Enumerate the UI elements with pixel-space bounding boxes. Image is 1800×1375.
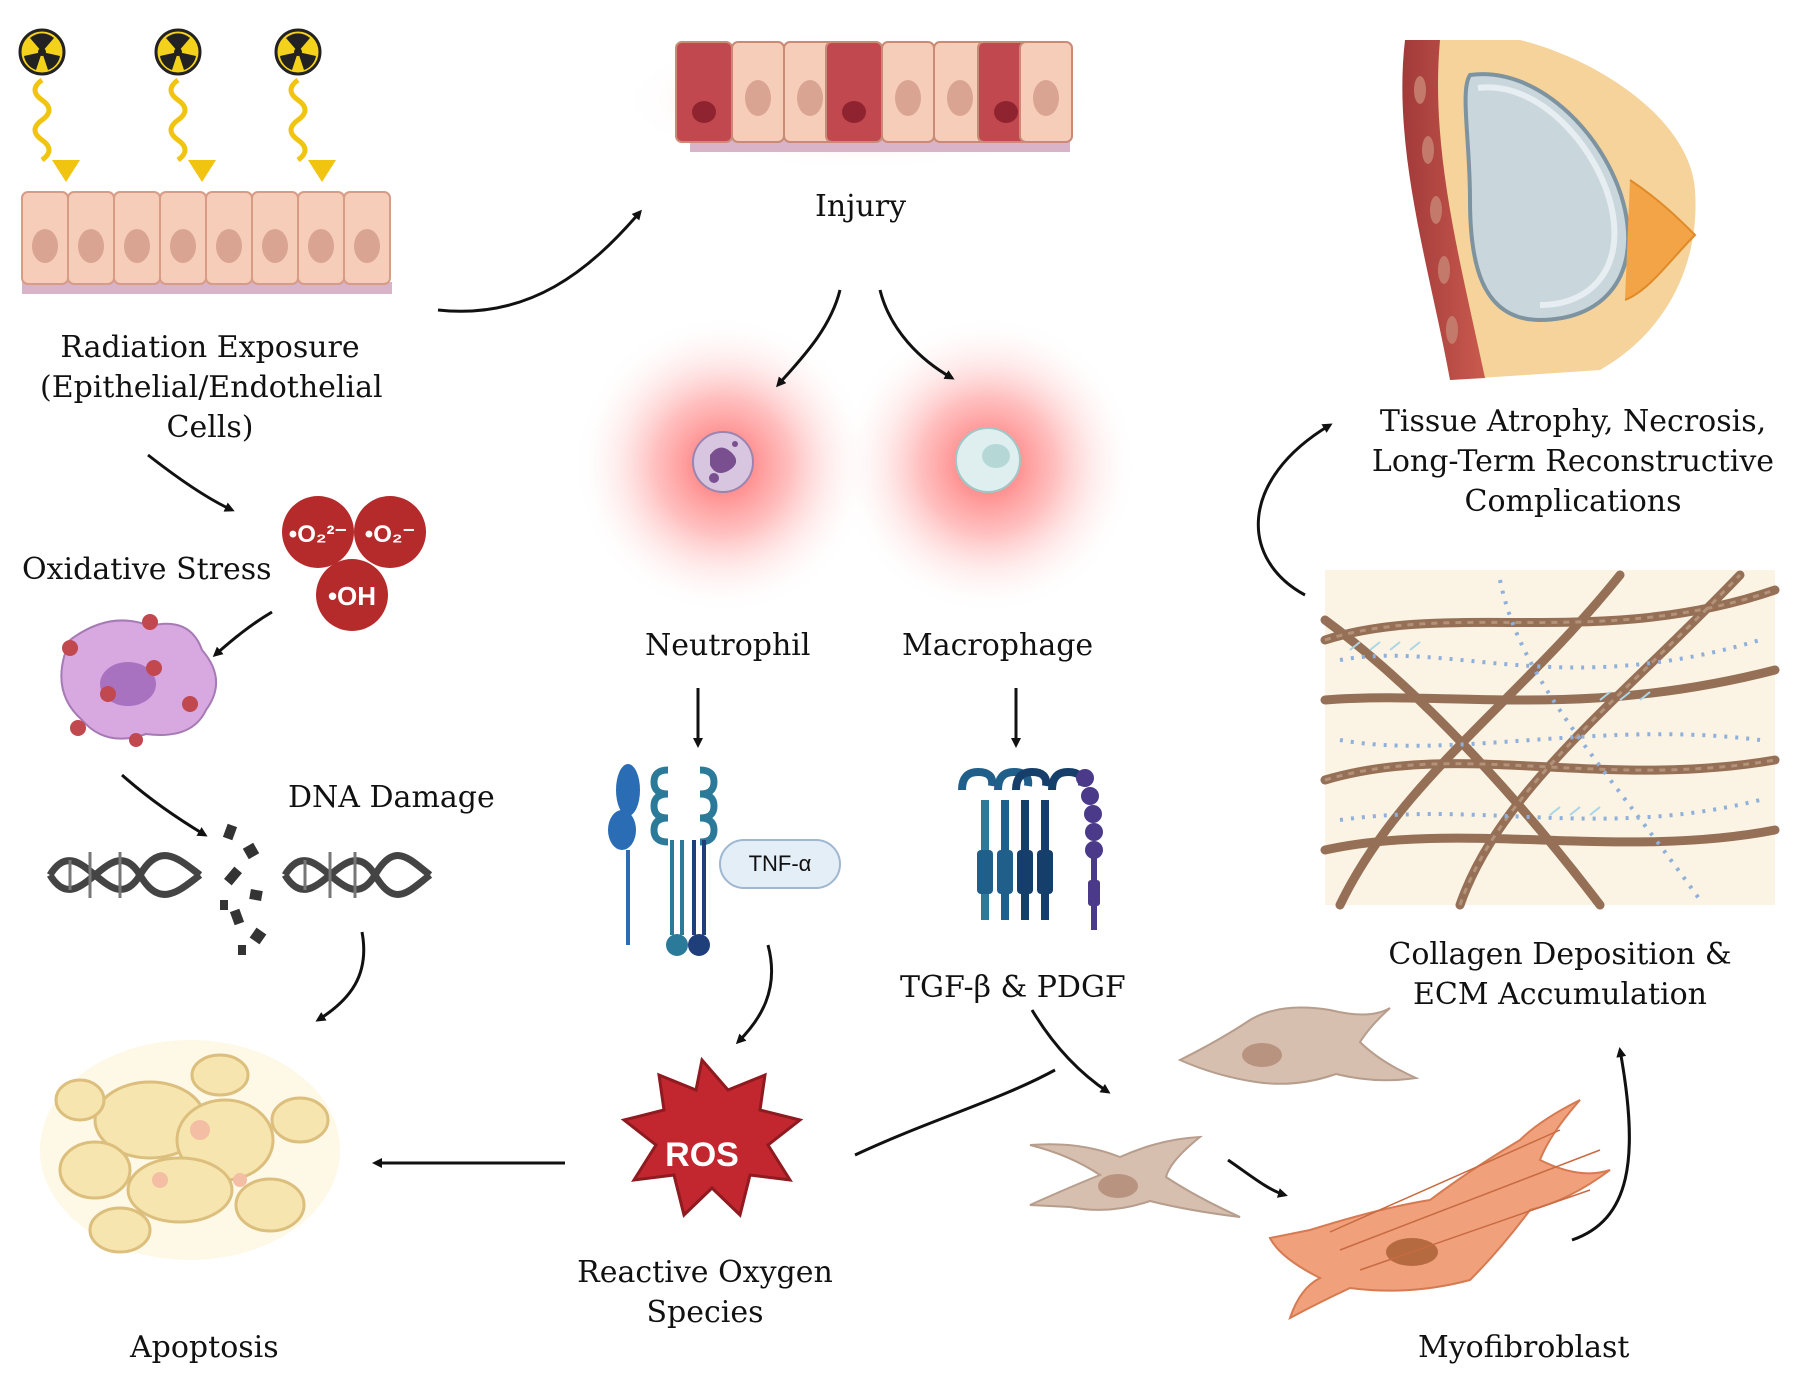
radiation-exposure-illustration bbox=[18, 28, 392, 294]
neutrophil-illustration bbox=[573, 315, 873, 615]
label-tgf-pdgf: TGF-β & PDGF bbox=[900, 970, 1126, 1005]
apoptotic-bodies-illustration bbox=[40, 1040, 340, 1260]
arrow-ecm-to-tissue bbox=[1256, 423, 1333, 597]
arrow-fibroblast-to-myofibroblast bbox=[1227, 1158, 1288, 1198]
arrow-tgf-to-fibroblast bbox=[1030, 1009, 1111, 1094]
arrow-tnf-to-ros bbox=[735, 944, 774, 1045]
fibroblast-1 bbox=[1177, 1006, 1420, 1085]
radiation-source-2 bbox=[154, 28, 202, 76]
radical-hydroxyl: •OH bbox=[328, 581, 376, 611]
label-ros-badge: ROS bbox=[665, 1136, 739, 1174]
radiation-waves bbox=[32, 77, 308, 163]
ros-starburst-icon bbox=[620, 1056, 804, 1218]
arrow-dna-to-apoptosis bbox=[315, 931, 366, 1022]
label-injury: Injury bbox=[815, 189, 907, 224]
arrow-radiation-to-oxidative bbox=[147, 453, 235, 512]
arrow-ros-to-fibroblast bbox=[854, 1068, 1056, 1157]
arrow-cell-to-dna bbox=[121, 773, 208, 837]
label-oxidative-stress: Oxidative Stress bbox=[22, 552, 272, 587]
arrow-radiation-to-injury bbox=[437, 209, 642, 313]
label-myofibroblast: Myofibroblast bbox=[1418, 1330, 1630, 1365]
label-reactive-oxygen-species: Reactive Oxygen Species bbox=[577, 1255, 833, 1330]
label-tnf-alpha: TNF-α bbox=[748, 851, 812, 876]
myofibroblast-illustration bbox=[1268, 1099, 1611, 1321]
arrow-injury-to-neutrophil bbox=[776, 289, 842, 388]
breast-implant-illustration bbox=[1402, 40, 1697, 380]
tnf-alpha-badge bbox=[719, 839, 841, 889]
arrow-injury-to-macrophage bbox=[878, 289, 955, 380]
label-radiation-exposure: Radiation Exposure (Epithelial/Endotheli… bbox=[40, 330, 383, 445]
radical-superoxide-dianion: •O₂²⁻ bbox=[289, 521, 347, 548]
free-radicals-cluster: •O₂²⁻ •O₂⁻ •OH bbox=[282, 496, 426, 631]
label-tissue-atrophy: Tissue Atrophy, Necrosis, Long-Term Reco… bbox=[1371, 404, 1775, 519]
tnf-receptors-illustration bbox=[608, 764, 841, 956]
epithelium-layer bbox=[21, 191, 392, 294]
label-apoptosis: Apoptosis bbox=[130, 1330, 279, 1365]
ecm-collagen-illustration bbox=[1320, 570, 1780, 910]
injured-epithelium-illustration bbox=[620, 30, 1100, 170]
radiation-source-3 bbox=[274, 28, 322, 76]
label-macrophage: Macrophage bbox=[902, 628, 1094, 663]
fibroblast-2 bbox=[1029, 1135, 1241, 1218]
flow-arrows bbox=[121, 209, 1631, 1242]
arrow-radicals-to-cell bbox=[212, 610, 273, 657]
tgf-pdgf-receptors-illustration bbox=[958, 767, 1103, 930]
oxidized-cell-illustration bbox=[60, 614, 218, 747]
label-dna-damage: DNA Damage bbox=[288, 780, 495, 815]
macrophage-illustration bbox=[838, 315, 1138, 615]
radical-superoxide: •O₂⁻ bbox=[365, 521, 415, 548]
label-collagen-deposition: Collagen Deposition & ECM Accumulation bbox=[1388, 937, 1732, 1012]
arrow-myofibroblast-to-ecm bbox=[1571, 1047, 1631, 1242]
radiation-source-1 bbox=[18, 28, 66, 76]
label-neutrophil: Neutrophil bbox=[645, 628, 811, 663]
dna-damage-illustration bbox=[47, 823, 433, 955]
